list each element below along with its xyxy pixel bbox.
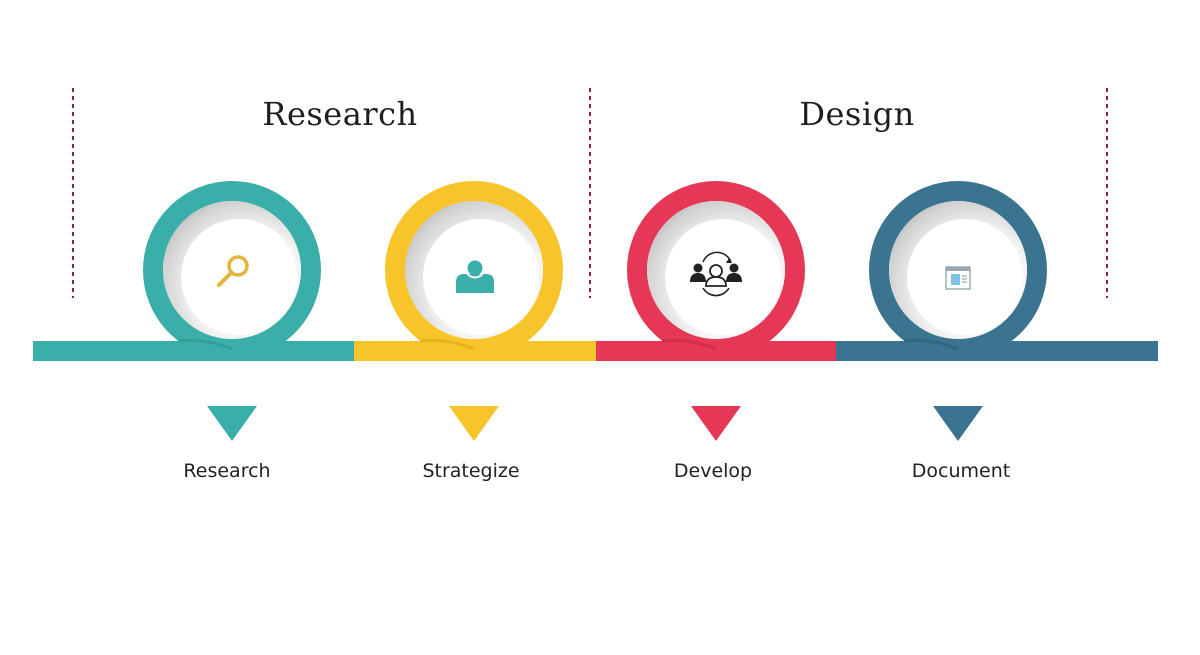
phase-title-research: Research bbox=[262, 95, 418, 133]
magnifier-icon bbox=[217, 255, 249, 287]
team-icon bbox=[690, 251, 742, 297]
step-label-strategize: Strategize bbox=[422, 460, 520, 482]
step-label-research: Research bbox=[183, 460, 271, 482]
marker-develop bbox=[691, 406, 741, 441]
phase-title-design: Design bbox=[799, 95, 915, 133]
step-ring-develop bbox=[627, 181, 805, 359]
document-icon bbox=[945, 266, 971, 290]
step-ring-research bbox=[143, 181, 321, 359]
step-label-document: Document bbox=[911, 460, 1011, 482]
user-icon bbox=[456, 257, 494, 293]
marker-document bbox=[933, 406, 983, 441]
step-label-develop: Develop bbox=[673, 460, 753, 482]
marker-strategize bbox=[449, 406, 499, 441]
marker-research bbox=[207, 406, 257, 441]
